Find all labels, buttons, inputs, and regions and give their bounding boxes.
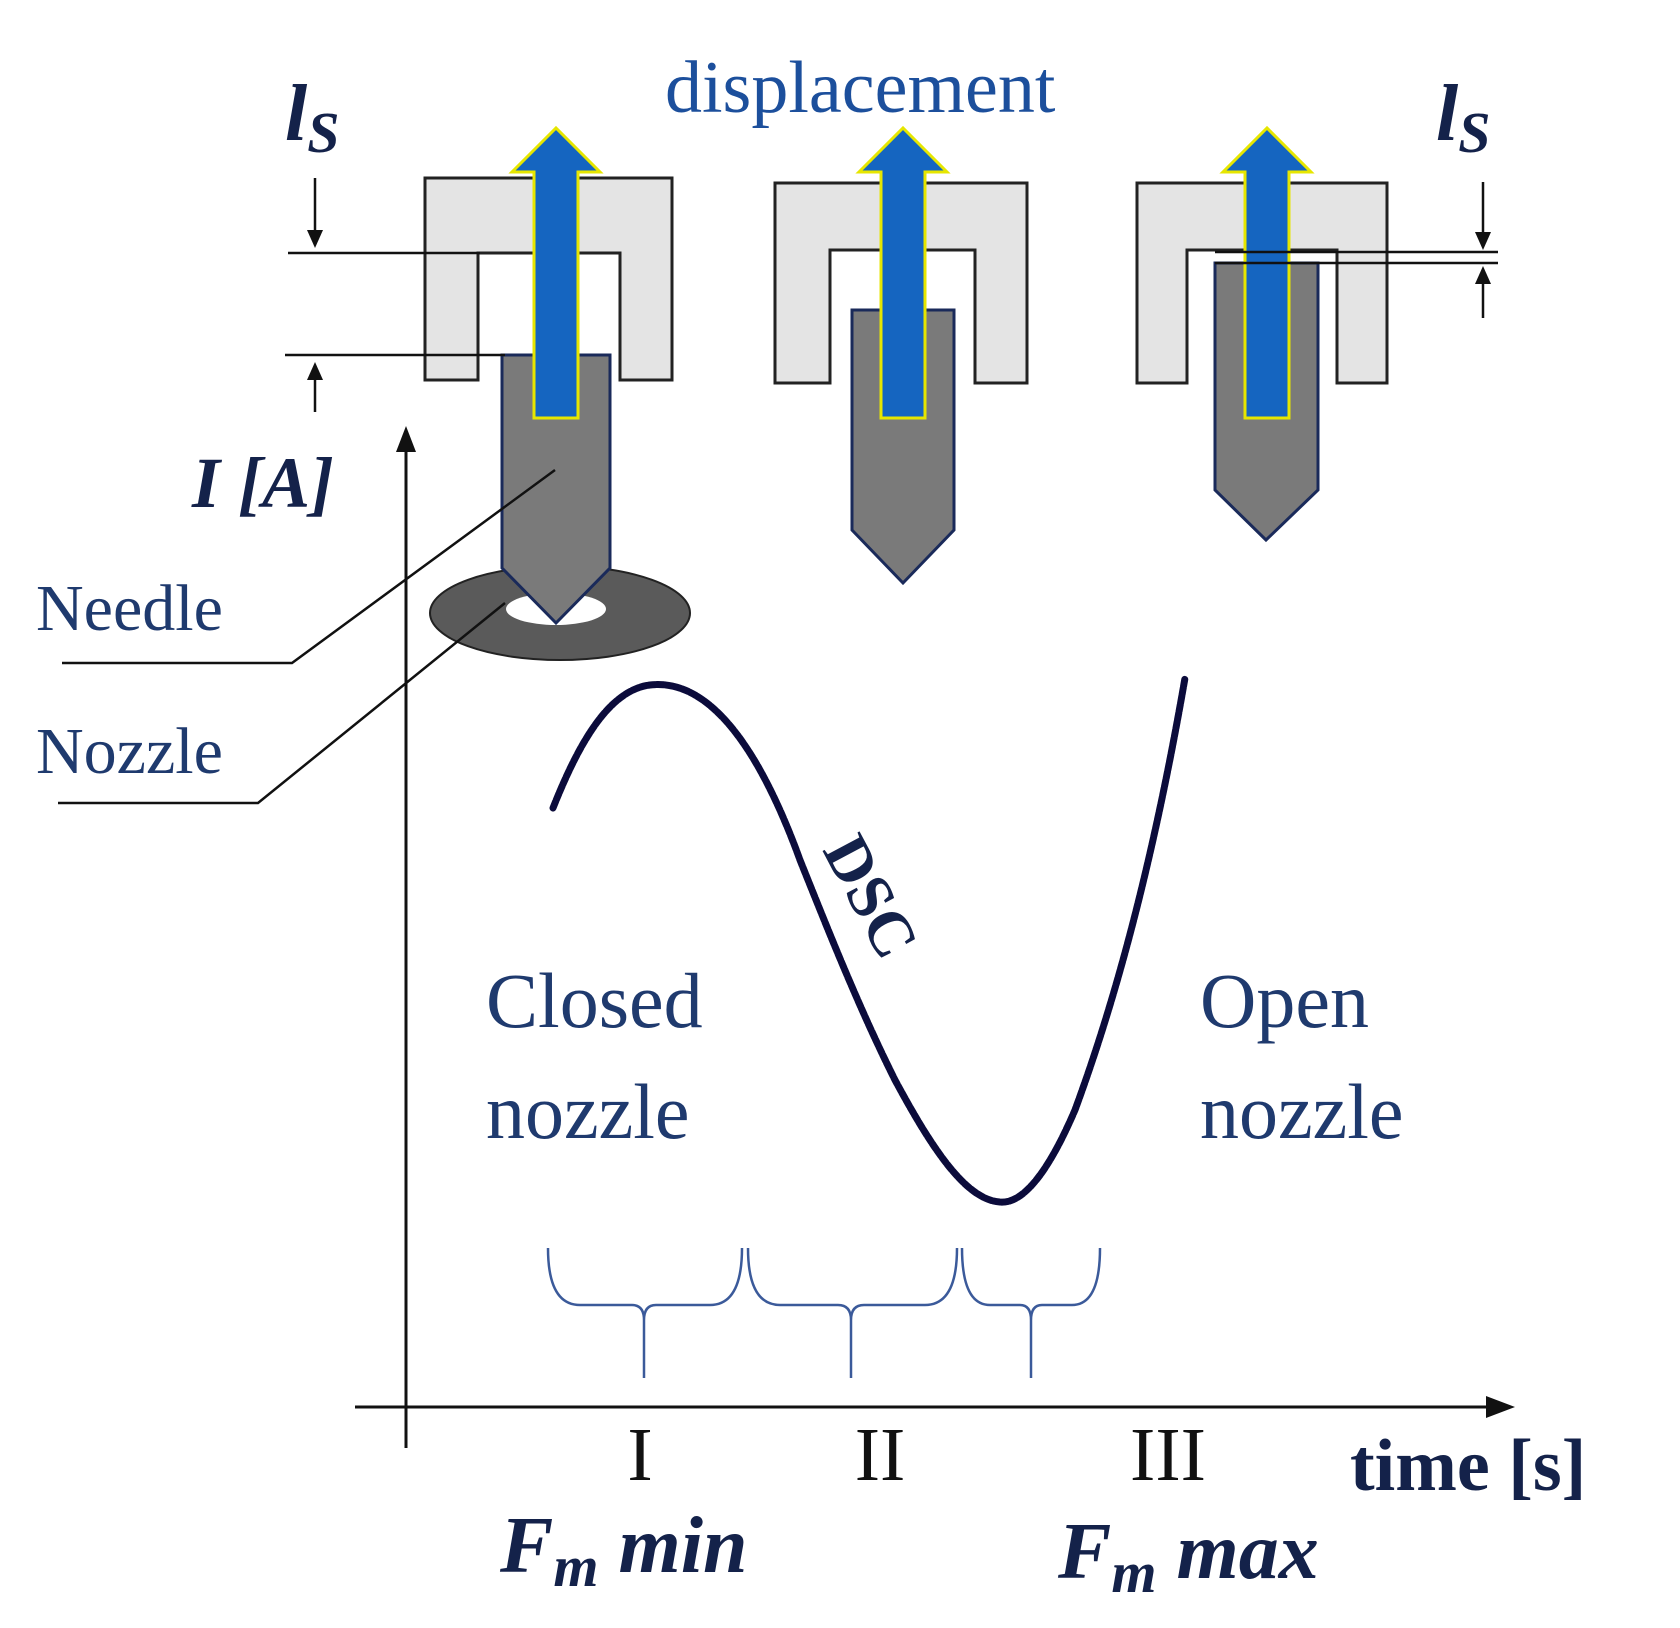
closed-nozzle-line2: nozzle	[486, 1068, 690, 1155]
housing-3	[1135, 181, 1389, 385]
stroke-label-left-base: l	[285, 70, 308, 158]
displacement-arrow-1	[508, 125, 604, 420]
stroke-label-right: lS	[1436, 70, 1491, 165]
displacement-label: displacement	[665, 47, 1056, 129]
brace-phase-2	[746, 1247, 959, 1378]
fm-max-base: F	[1057, 1508, 1111, 1596]
stroke-label-right-base: l	[1436, 70, 1459, 158]
brace-phase-1	[546, 1247, 744, 1378]
y-axis	[396, 426, 416, 1448]
needle-label: Needle	[36, 572, 223, 645]
stroke-dimension-left	[285, 178, 505, 412]
open-nozzle-line1: Open	[1200, 957, 1369, 1044]
housing-2	[773, 181, 1029, 385]
open-nozzle-label: Open nozzle	[1200, 957, 1404, 1155]
needle-1	[500, 353, 612, 626]
stroke-label-right-sub: S	[1458, 100, 1490, 165]
phase-2-label: II	[855, 1413, 906, 1497]
open-nozzle-line2: nozzle	[1200, 1068, 1404, 1155]
stroke-label-left: lS	[285, 70, 340, 165]
stroke-dimension-right	[1215, 182, 1498, 318]
fm-max-sub: m	[1111, 1540, 1156, 1605]
y-axis-label: I [A]	[191, 443, 334, 523]
phase-braces	[546, 1247, 1102, 1378]
nozzle-leader	[58, 602, 506, 805]
nozzle-label: Nozzle	[36, 715, 223, 788]
phase-1-label: I	[627, 1413, 652, 1497]
fm-min-word: min	[618, 1502, 747, 1590]
x-axis-label: time [s]	[1350, 1425, 1586, 1507]
fm-max-word: max	[1176, 1508, 1318, 1596]
dsc-label: DSC	[810, 823, 933, 969]
dsc-curve	[549, 674, 1189, 1206]
fm-min-sub: m	[553, 1534, 598, 1599]
displacement-arrow-2	[855, 125, 951, 420]
brace-phase-3	[960, 1247, 1102, 1378]
housing-1	[423, 176, 674, 382]
leader-lines	[58, 468, 556, 805]
stroke-label-left-sub: S	[307, 100, 339, 165]
x-axis	[355, 1396, 1515, 1418]
needle-2	[850, 308, 956, 586]
needle-leader	[62, 468, 556, 665]
closed-nozzle-label: Closed nozzle	[486, 957, 722, 1155]
displacement-arrow-3	[1219, 125, 1315, 420]
fm-min-base: F	[499, 1502, 553, 1590]
phase-3-label: III	[1130, 1413, 1206, 1497]
closed-nozzle-line1: Closed	[486, 957, 703, 1044]
